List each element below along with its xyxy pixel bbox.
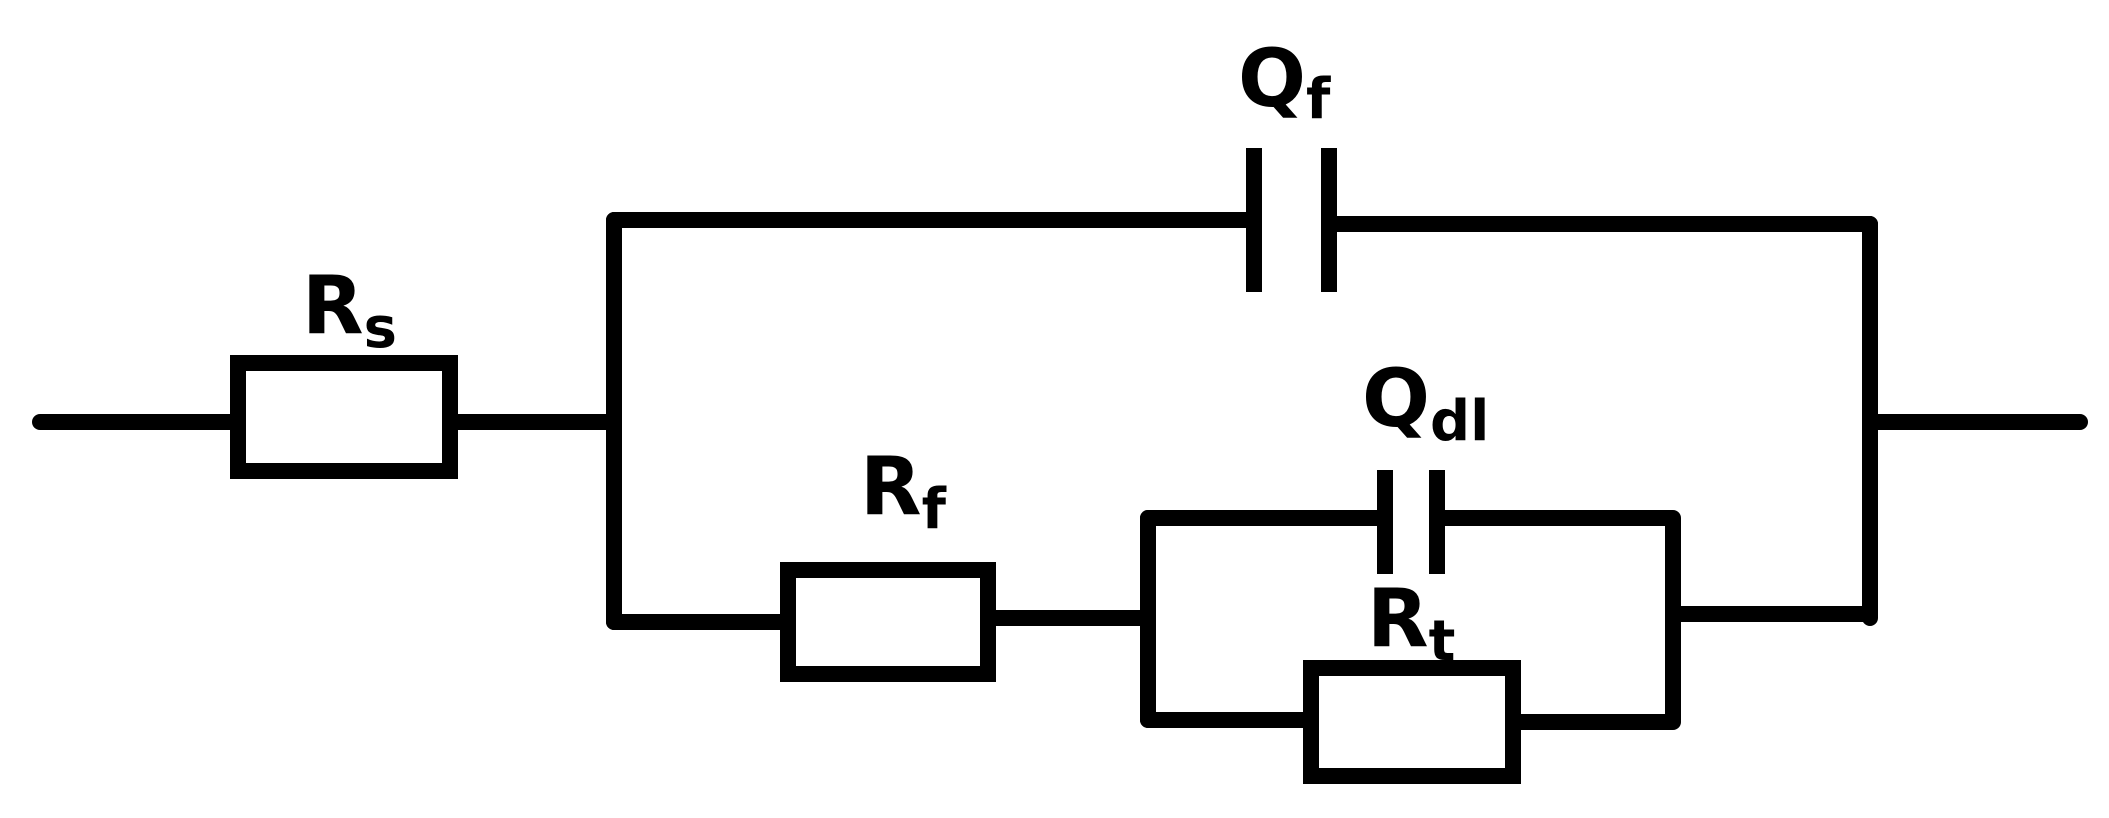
resistor-rs-body (230, 355, 458, 479)
resistor-rf: Rf (780, 440, 996, 682)
capacitor-qf: Qf (1238, 32, 1337, 292)
capacitor-qdl-label: Qdl (1362, 352, 1489, 454)
resistor-rf-label: Rf (860, 440, 947, 542)
resistor-rs: Rs (230, 259, 458, 479)
resistor-rt-label: Rt (1367, 572, 1455, 674)
circuit-wires (32, 212, 2088, 730)
resistor-rf-body (780, 562, 996, 682)
resistor-rt-body (1303, 660, 1521, 784)
wire-qdl-right (1429, 510, 1681, 728)
capacitor-qdl: Qdl (1362, 352, 1489, 574)
resistor-rt: Rt (1303, 572, 1521, 784)
resistor-rs-label: Rs (302, 259, 397, 361)
capacitor-qf-label: Qf (1238, 32, 1331, 132)
